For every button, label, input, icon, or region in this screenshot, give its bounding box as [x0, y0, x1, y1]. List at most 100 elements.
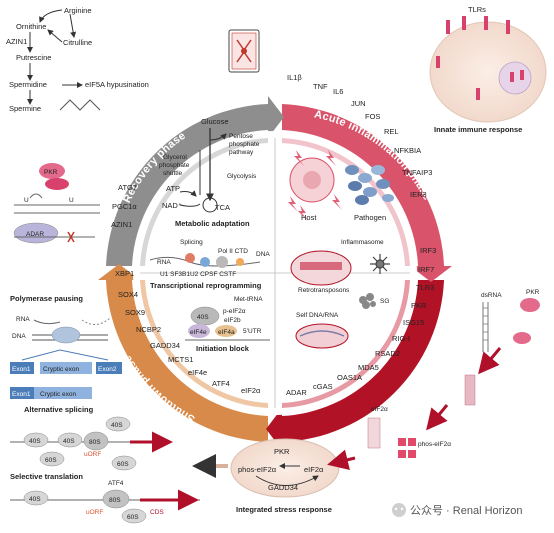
- label-atf4: ATF4: [108, 480, 124, 487]
- label-dna-left: DNA: [12, 333, 26, 340]
- label-retrotransposons: Retrotransposons: [298, 287, 350, 294]
- label-glycolysis: Glycolysis: [227, 173, 257, 180]
- selective-translation-panel: 40S 40S 40S 60S 60S 80S uORF Selective t…: [10, 417, 200, 523]
- polyamine-pathway: Arginine Ornithine Citrulline AZIN1 Putr…: [6, 6, 149, 113]
- selective-title: Selective translation: [10, 472, 83, 481]
- gene: TNFAIP3: [402, 168, 432, 177]
- label-u-2: U: [69, 197, 74, 204]
- label-citrulline: Citrulline: [63, 38, 92, 47]
- gene: SOX4: [118, 290, 138, 299]
- pentose-line: pathway: [229, 149, 254, 156]
- gene: GADD34: [150, 341, 180, 350]
- label-60s-c: 60S: [127, 514, 139, 521]
- label-80s-b: 80S: [109, 497, 121, 504]
- label-arginine: Arginine: [64, 6, 92, 15]
- label-pathogen: Pathogen: [354, 213, 386, 222]
- watermark-text: 公众号 · Renal Horizon: [410, 504, 522, 517]
- label-eif4a: eIF4a: [218, 329, 235, 336]
- gene: ATF4: [212, 379, 230, 388]
- label-rna-left: RNA: [16, 316, 30, 323]
- gene: ISG15: [403, 318, 424, 327]
- isr-gadd34: GADD34: [268, 483, 298, 492]
- left-pkr-adar: PKR U U ADAR: [14, 163, 100, 243]
- gene: ADAR: [286, 388, 307, 397]
- label-5utr: 5’UTR: [243, 328, 262, 335]
- label-40s-c: 40S: [111, 422, 123, 429]
- label-nad: NAD⁺: [162, 201, 182, 210]
- label-phos-right: phos-eIF2α: [418, 441, 451, 448]
- label-u-1: U: [24, 197, 29, 204]
- gene: eIF4e: [188, 368, 207, 377]
- label-atp: ATP: [166, 184, 180, 193]
- gene: OAS1A: [337, 373, 362, 382]
- label-exon2: Exon2: [98, 366, 117, 373]
- label-inflammasome: Inflammasome: [341, 239, 384, 246]
- label-host: Host: [301, 213, 317, 222]
- label-pkr-right: PKR: [526, 289, 540, 296]
- alternative-splicing-panel: Exon1 Cryptic exon Exon2 Exon1 Cryptic e…: [10, 350, 122, 414]
- gene: IER3: [410, 190, 427, 199]
- gene: cGAS: [313, 382, 333, 391]
- label-exon1: Exon1: [12, 366, 31, 373]
- transcriptional-title: Transcriptional reprogramming: [150, 281, 262, 290]
- gene: IRF3: [420, 246, 436, 255]
- alt-splicing-title: Alternative splicing: [24, 405, 94, 414]
- label-eif2b: eIF2b: [224, 317, 241, 324]
- isr-panel: PKR phos-eIF2α eIF2α GADD34 Integrated s…: [196, 439, 339, 514]
- pausing-title: Polymerase pausing: [10, 294, 83, 303]
- label-spermine: Spermine: [9, 104, 41, 113]
- gene: TNF: [313, 82, 328, 91]
- gene: RIG-I: [392, 334, 410, 343]
- inflammasome-icon: [370, 254, 390, 274]
- gene: PKR: [411, 301, 427, 310]
- label-p-eif2: p-eIF2α: [223, 308, 246, 315]
- gene: FOS: [365, 112, 380, 121]
- initiation-title: Initiation block: [196, 344, 250, 353]
- label-met-trna: Met-tRNA: [234, 296, 263, 303]
- playing-card-icon: [229, 30, 259, 72]
- label-eif2a-right: eIF2α: [371, 406, 388, 413]
- gene: IL1β: [287, 73, 302, 82]
- gene: IL6: [333, 87, 343, 96]
- gene: SOX9: [125, 308, 145, 317]
- label-eif5a: eIF5A hypusination: [85, 80, 149, 89]
- label-spermidine: Spermidine: [9, 80, 47, 89]
- polymerase-pausing-panel: Polymerase pausing RNA DNA: [10, 294, 110, 343]
- label-40s: 40S: [197, 314, 209, 321]
- gene: JUN: [351, 99, 366, 108]
- gene: PGC1α: [112, 202, 137, 211]
- gene: eIF2α: [241, 386, 261, 395]
- label-dna: DNA: [256, 251, 270, 258]
- label-ornithine: Ornithine: [16, 22, 46, 31]
- gene: NFKBIA: [394, 146, 421, 155]
- label-self-dna: Self DNA/RNA: [296, 312, 339, 319]
- innate-title: Innate immune response: [434, 125, 522, 134]
- isr-phos: phos-eIF2α: [238, 465, 277, 474]
- glycerol-line: shuttle: [163, 170, 183, 177]
- isr-eif2a: eIF2α: [304, 465, 324, 474]
- label-40s-a: 40S: [29, 438, 41, 445]
- label-glucose: Glucose: [201, 117, 229, 126]
- label-dsrna: dsRNA: [481, 292, 502, 299]
- gene: XBP1: [115, 269, 134, 278]
- label-sg: SG: [380, 298, 389, 305]
- label-exon1b: Exon1: [12, 391, 31, 398]
- label-pkr-left: PKR: [44, 169, 58, 176]
- gene: NCBP2: [136, 325, 161, 334]
- watermark: 公众号 · Renal Horizon: [392, 503, 522, 517]
- label-60s-a: 60S: [45, 457, 57, 464]
- label-cds: CDS: [150, 509, 164, 516]
- glycerol-line: Glycerol: [163, 154, 187, 161]
- label-tlrs: TLRs: [468, 5, 486, 14]
- gene: ATG7: [118, 183, 137, 192]
- gene: AZIN1: [111, 220, 132, 229]
- pentose-line: phosphate: [229, 141, 260, 148]
- gene: REL: [384, 127, 399, 136]
- label-splicing: Splicing: [180, 239, 203, 246]
- gene: MDA5: [358, 363, 379, 372]
- label-40s-b: 40S: [63, 438, 75, 445]
- innate-immune-cell: TLRs Innate immune response: [430, 5, 546, 134]
- isr-pkr: PKR: [274, 447, 290, 456]
- label-cryptic2: Cryptic exon: [40, 391, 77, 398]
